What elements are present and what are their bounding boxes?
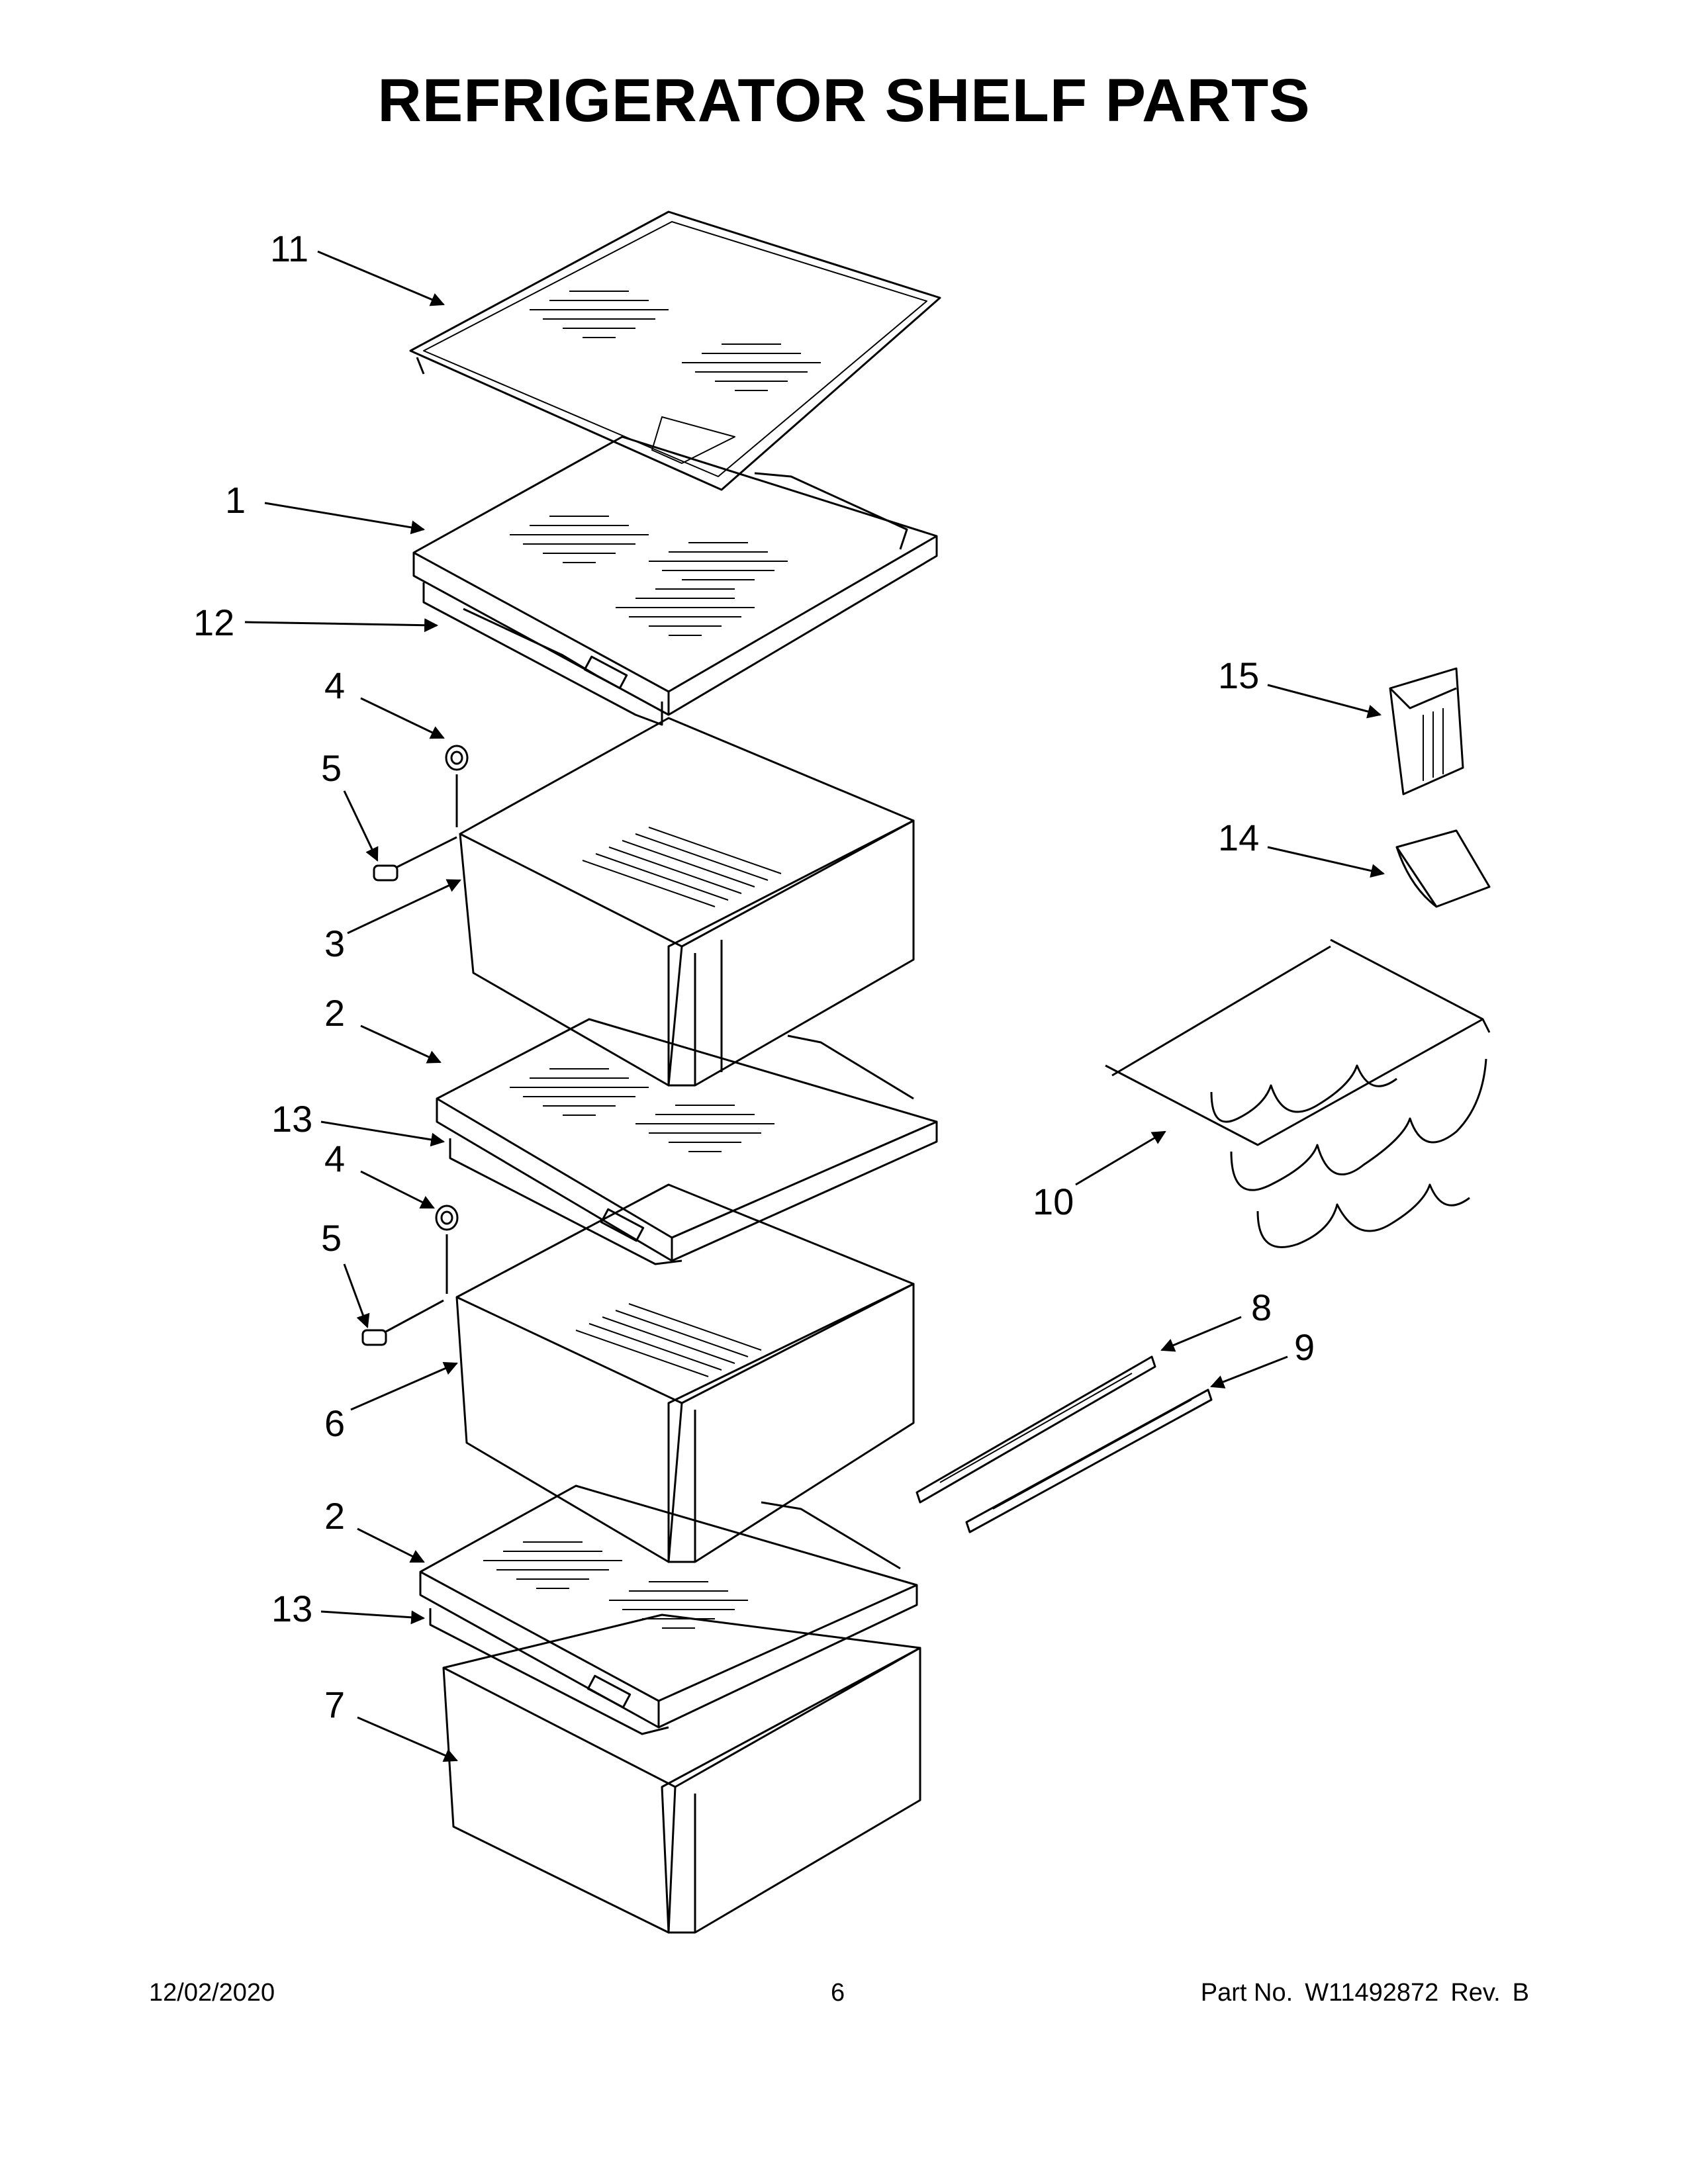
- part-4-roller-upper: [445, 745, 469, 827]
- part-3-drawer: [459, 717, 915, 1087]
- callout-leaders: [244, 250, 1385, 1762]
- part-8-slide: [915, 1355, 1156, 1504]
- part-9-slide: [965, 1388, 1213, 1533]
- part-4-roller-lower: [435, 1205, 459, 1294]
- callout-13-upper: 13: [271, 1098, 312, 1140]
- callout-1: 1: [225, 479, 246, 521]
- part-1-shelf: [412, 435, 938, 716]
- callout-4-lower: 4: [324, 1138, 345, 1179]
- callout-2-upper: 2: [324, 992, 345, 1034]
- part-11-glass-shelf: [409, 210, 941, 491]
- callout-14: 14: [1218, 817, 1259, 858]
- callout-5-upper: 5: [321, 747, 342, 789]
- part-2-shelf-upper: [436, 1018, 938, 1262]
- callout-9: 9: [1294, 1326, 1315, 1368]
- callout-7: 7: [324, 1684, 345, 1725]
- part-10-wine-rack: [1105, 938, 1491, 1248]
- part-12-shelf-trim: [422, 582, 663, 726]
- part-7-drawer: [442, 1614, 921, 1934]
- callout-5-lower: 5: [321, 1217, 342, 1259]
- callout-4-upper: 4: [324, 664, 345, 706]
- part-number: W11492872: [1305, 1979, 1439, 2007]
- callout-15: 15: [1218, 655, 1259, 696]
- footer-date: 12/02/2020: [149, 1979, 275, 2007]
- part-5-pin-lower: [361, 1299, 444, 1346]
- callout-10: 10: [1033, 1181, 1074, 1222]
- callout-11: 11: [270, 228, 308, 269]
- footer-part-info: Part No. W11492872 Rev. B: [1201, 1979, 1529, 2007]
- callout-6: 6: [324, 1402, 345, 1444]
- part-13-trim-upper: [449, 1138, 682, 1265]
- callout-8: 8: [1251, 1287, 1272, 1328]
- part-5-pin-upper: [373, 836, 457, 882]
- page-title: REFRIGERATOR SHELF PARTS: [377, 67, 1311, 134]
- rev-label: Rev.: [1450, 1979, 1501, 2007]
- callout-13-lower: 13: [271, 1588, 312, 1629]
- part-14-cover: [1395, 829, 1491, 908]
- part-6-drawer: [455, 1183, 915, 1563]
- callout-12: 12: [193, 602, 234, 643]
- part-2-shelf-lower: [419, 1484, 918, 1729]
- callout-2-lower: 2: [324, 1495, 345, 1537]
- rev-value: B: [1512, 1979, 1529, 2007]
- part-15-filter: [1389, 667, 1464, 796]
- callout-3: 3: [324, 923, 345, 964]
- part-13-trim-lower: [429, 1608, 669, 1735]
- part-no-label: Part No.: [1200, 1979, 1293, 2007]
- footer-page-number: 6: [831, 1979, 845, 2007]
